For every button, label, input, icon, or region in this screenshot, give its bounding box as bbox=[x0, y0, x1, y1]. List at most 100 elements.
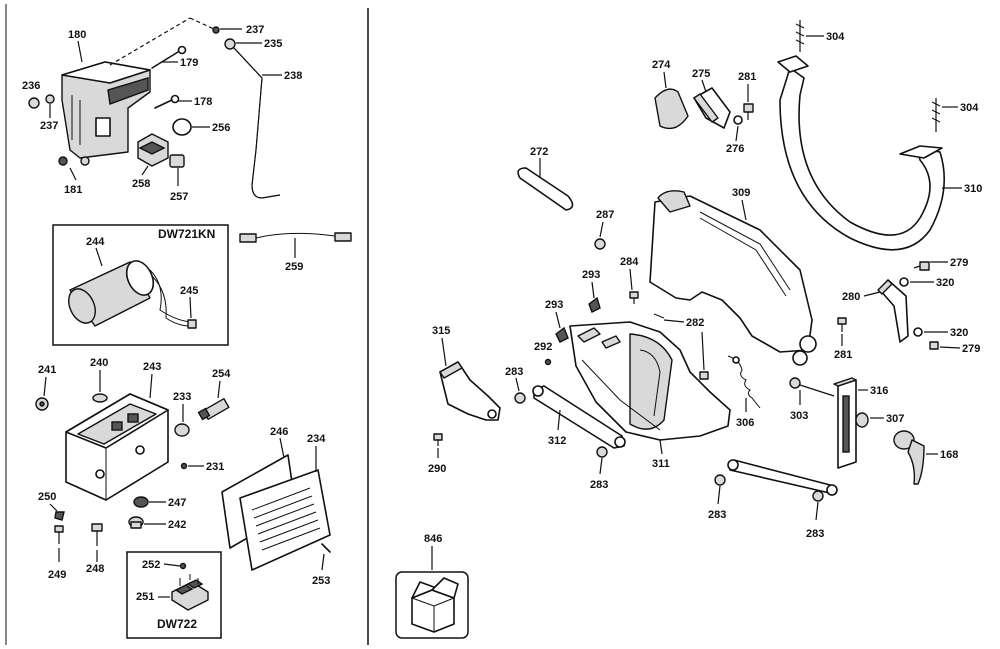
label-258: 258 bbox=[132, 178, 150, 190]
part-283-washer-d bbox=[812, 490, 824, 502]
label-231: 231 bbox=[206, 461, 224, 473]
part-233-plug bbox=[174, 423, 190, 437]
part-231-screw bbox=[180, 462, 188, 470]
label-279-bottom: 279 bbox=[962, 343, 980, 355]
label-320-bottom: 320 bbox=[950, 327, 968, 339]
label-279-top: 279 bbox=[950, 257, 968, 269]
label-250: 250 bbox=[38, 491, 56, 503]
label-252: 252 bbox=[142, 559, 160, 571]
part-259-lead-wire bbox=[239, 232, 352, 243]
label-244: 244 bbox=[86, 236, 105, 248]
label-281-top: 281 bbox=[738, 71, 756, 83]
label-292: 292 bbox=[534, 341, 552, 353]
label-310: 310 bbox=[964, 183, 982, 195]
label-293-top: 293 bbox=[582, 269, 600, 281]
part-320-washer-top bbox=[899, 277, 909, 287]
label-257: 257 bbox=[170, 191, 188, 203]
part-245-connector bbox=[187, 319, 197, 329]
label-179: 179 bbox=[180, 57, 198, 69]
part-310-arc-guard bbox=[777, 55, 945, 251]
part-275-bracket bbox=[693, 87, 731, 129]
label-234: 234 bbox=[307, 433, 326, 445]
kit-box-dw721kn bbox=[52, 224, 229, 346]
part-282-screw bbox=[653, 313, 665, 319]
part-179-screw bbox=[151, 45, 187, 69]
part-292-pin bbox=[544, 358, 552, 366]
part-307-washer bbox=[855, 412, 869, 428]
label-236: 236 bbox=[22, 80, 40, 92]
part-311-lower-guard bbox=[569, 321, 731, 441]
part-304-pin-right bbox=[931, 98, 941, 132]
label-283-b: 283 bbox=[590, 479, 608, 491]
part-253-screw bbox=[321, 543, 331, 553]
part-280-bracket bbox=[877, 279, 909, 343]
part-309-upper-guard bbox=[649, 190, 817, 366]
label-311: 311 bbox=[652, 458, 670, 470]
part-251-terminal-block bbox=[171, 574, 209, 611]
part-284-screw bbox=[629, 291, 639, 304]
part-250-clip bbox=[54, 511, 65, 521]
label-274: 274 bbox=[652, 59, 671, 71]
label-304-right: 304 bbox=[960, 102, 979, 114]
label-240: 240 bbox=[90, 357, 108, 369]
part-293-pin-bottom bbox=[555, 326, 569, 343]
label-180: 180 bbox=[68, 29, 86, 41]
label-237-left: 237 bbox=[40, 120, 58, 132]
label-253: 253 bbox=[312, 575, 330, 587]
label-256: 256 bbox=[212, 122, 230, 134]
part-242-bushing bbox=[128, 516, 144, 529]
label-276: 276 bbox=[726, 143, 744, 155]
part-281-screw-top bbox=[743, 103, 754, 120]
part-320-washer-bottom bbox=[913, 327, 923, 337]
label-168: 168 bbox=[940, 449, 958, 461]
part-281-screw-right bbox=[837, 317, 847, 332]
part-274-cover bbox=[654, 88, 689, 130]
part-237-washer bbox=[212, 26, 220, 34]
part-303-bolt bbox=[789, 377, 835, 397]
label-281-right: 281 bbox=[834, 349, 852, 361]
label-254: 254 bbox=[212, 368, 231, 380]
part-248-screw bbox=[91, 523, 103, 546]
label-315: 315 bbox=[432, 325, 450, 337]
part-237-nut bbox=[45, 94, 55, 104]
part-276-washer bbox=[733, 115, 743, 125]
part-287-nut bbox=[594, 238, 606, 250]
part-304-pin-top bbox=[795, 20, 805, 52]
part-236-nut bbox=[28, 97, 40, 109]
part-312-link-arm bbox=[532, 385, 626, 449]
label-242: 242 bbox=[168, 519, 186, 531]
part-272-seal bbox=[517, 167, 574, 211]
part-168-lock-knob bbox=[893, 430, 925, 485]
part-180-switch-housing bbox=[61, 17, 217, 159]
part-238-cord bbox=[233, 47, 281, 199]
kit-label-dw721kn: DW721KN bbox=[158, 227, 215, 241]
part-234-cover-plate bbox=[239, 469, 331, 571]
part-181-screw-b bbox=[80, 156, 90, 166]
part-244-capacitor bbox=[68, 260, 191, 327]
part-846-frame bbox=[395, 571, 469, 639]
label-237-top: 237 bbox=[246, 24, 264, 36]
part-283-washer-c bbox=[714, 474, 726, 486]
label-290: 290 bbox=[428, 463, 446, 475]
label-181: 181 bbox=[64, 184, 82, 196]
label-287: 287 bbox=[596, 209, 614, 221]
kit-box-dw722 bbox=[126, 551, 222, 639]
part-247-cap bbox=[133, 496, 149, 508]
part-316-slotted-bracket bbox=[833, 377, 857, 469]
label-283-c: 283 bbox=[708, 509, 726, 521]
label-251: 251 bbox=[136, 591, 154, 603]
label-307: 307 bbox=[886, 413, 904, 425]
part-283-washer-b bbox=[596, 446, 608, 458]
label-284: 284 bbox=[620, 256, 639, 268]
label-235: 235 bbox=[264, 38, 282, 50]
part-181-screw-a bbox=[58, 156, 68, 166]
part-279-screw-bottom bbox=[929, 341, 939, 350]
label-304-top: 304 bbox=[826, 31, 845, 43]
part-293-pin-top bbox=[588, 296, 601, 313]
label-241: 241 bbox=[38, 364, 56, 376]
label-282: 282 bbox=[686, 317, 704, 329]
label-280: 280 bbox=[842, 291, 860, 303]
label-249: 249 bbox=[48, 569, 66, 581]
label-246: 246 bbox=[270, 426, 288, 438]
